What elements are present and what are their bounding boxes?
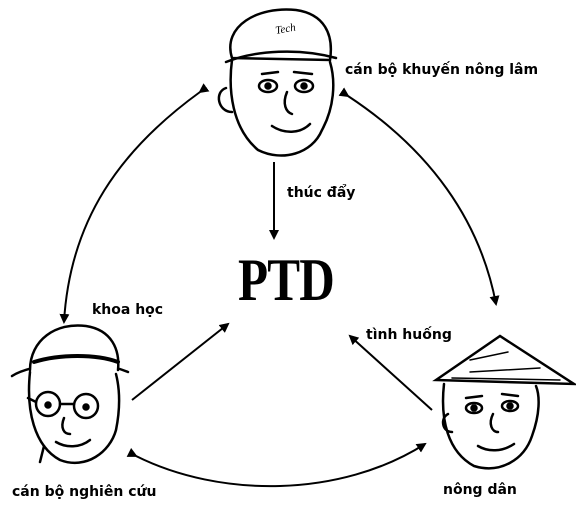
arrow-officer-to-farmer <box>338 87 500 306</box>
extension-officer-label: cán bộ khuyến nông lâm <box>345 62 539 78</box>
cap-logo: Tech <box>274 22 297 37</box>
researcher-label: cán bộ nghiên cứu <box>12 484 157 500</box>
extension-officer-icon <box>217 8 338 157</box>
farmer-label: nông dân <box>443 482 517 498</box>
arrow-researcher-to-ptd <box>131 322 230 401</box>
farmer-icon <box>432 334 576 470</box>
arrow-researcher-to-farmer <box>126 442 427 488</box>
researcher-icon <box>10 324 130 465</box>
ptd-center-label: PTD <box>238 247 335 313</box>
situation-label: tình huống <box>366 327 452 343</box>
arrow-farmer-to-ptd <box>348 334 433 411</box>
science-label: khoa học <box>92 302 164 318</box>
facilitation-label: thúc đẩy <box>287 185 356 201</box>
arrow-officer-to-researcher <box>59 83 210 324</box>
